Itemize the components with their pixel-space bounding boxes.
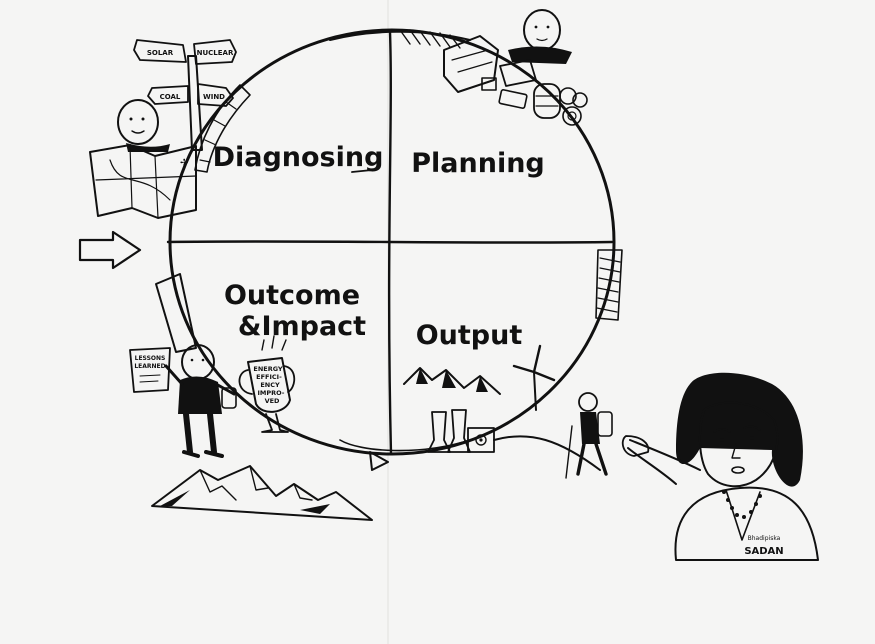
camping-gear-icon <box>443 35 588 126</box>
entry-arrow-icon <box>78 230 142 270</box>
outcome-path-banner <box>155 273 197 353</box>
trophy-shine <box>261 335 287 351</box>
label-impact: &Impact <box>238 311 366 342</box>
horizontal-divider <box>166 240 614 244</box>
radiation-icon <box>475 434 487 446</box>
trophy-line4: IMPRO- <box>258 389 285 397</box>
map-compass-mark: ✢ <box>180 158 188 169</box>
artist-signature: Bhadipiska SADAN <box>744 535 783 557</box>
sign-nuclear-text: NUCLEAR <box>197 49 234 57</box>
sign-wind <box>197 83 234 107</box>
phone-icon <box>481 77 497 91</box>
trophy-line5: VED <box>265 397 280 405</box>
trophy-line1: ENERGY <box>253 365 283 373</box>
output-mountains-icon <box>403 367 501 395</box>
wind-turbine-icon <box>512 344 556 411</box>
trophy-line3: ENCY <box>260 381 280 389</box>
vertical-divider <box>387 30 393 456</box>
lessons-line1: LESSONS <box>135 355 166 362</box>
climber-person-icon <box>164 344 237 458</box>
lessons-line2: LEARNED <box>134 363 165 370</box>
label-outcome: Outcome <box>224 280 360 311</box>
wallet-icon <box>498 89 528 109</box>
sign-coal-text: COAL <box>160 93 181 101</box>
signpost-icon: SOLAR NUCLEAR COAL WIND <box>133 39 237 151</box>
sign-solar <box>133 39 187 63</box>
output-trail <box>493 435 601 471</box>
diagnosing-underline <box>351 169 373 173</box>
sign-solar-text: SOLAR <box>147 49 174 57</box>
label-diagnosing: Diagnosing <box>213 142 384 173</box>
signature-line2: SADAN <box>744 546 783 557</box>
label-planning: Planning <box>411 148 545 179</box>
power-plant-icon <box>427 409 495 453</box>
path-band-right <box>595 249 623 321</box>
path-band-bottom <box>339 439 471 471</box>
backpack-icon <box>443 35 499 93</box>
sign-nuclear <box>193 39 237 65</box>
path-band-top <box>329 29 471 49</box>
label-output: Output <box>416 320 523 351</box>
sign-wind-text: WIND <box>203 93 225 101</box>
trophy-line2: EFFICI- <box>256 373 282 381</box>
person-with-map-icon: ✢ <box>89 99 197 219</box>
summit-mountains-icon <box>151 465 373 521</box>
hiker-person-icon <box>565 392 613 479</box>
pearl-necklace <box>722 490 762 519</box>
trophy-icon: ENERGY EFFICI- ENCY IMPRO- VED <box>238 335 296 433</box>
presenter-woman-icon <box>621 372 819 561</box>
map-icon <box>89 144 197 219</box>
sleeping-rolls-icon <box>533 83 588 126</box>
boots-icon <box>499 59 537 87</box>
sign-coal <box>147 85 189 105</box>
signature-line1: Bhadipiska <box>748 535 781 542</box>
packing-person-icon <box>508 9 572 64</box>
lessons-learned-sign: LESSONS LEARNED <box>129 347 171 393</box>
pointing-hand-icon <box>621 435 650 457</box>
